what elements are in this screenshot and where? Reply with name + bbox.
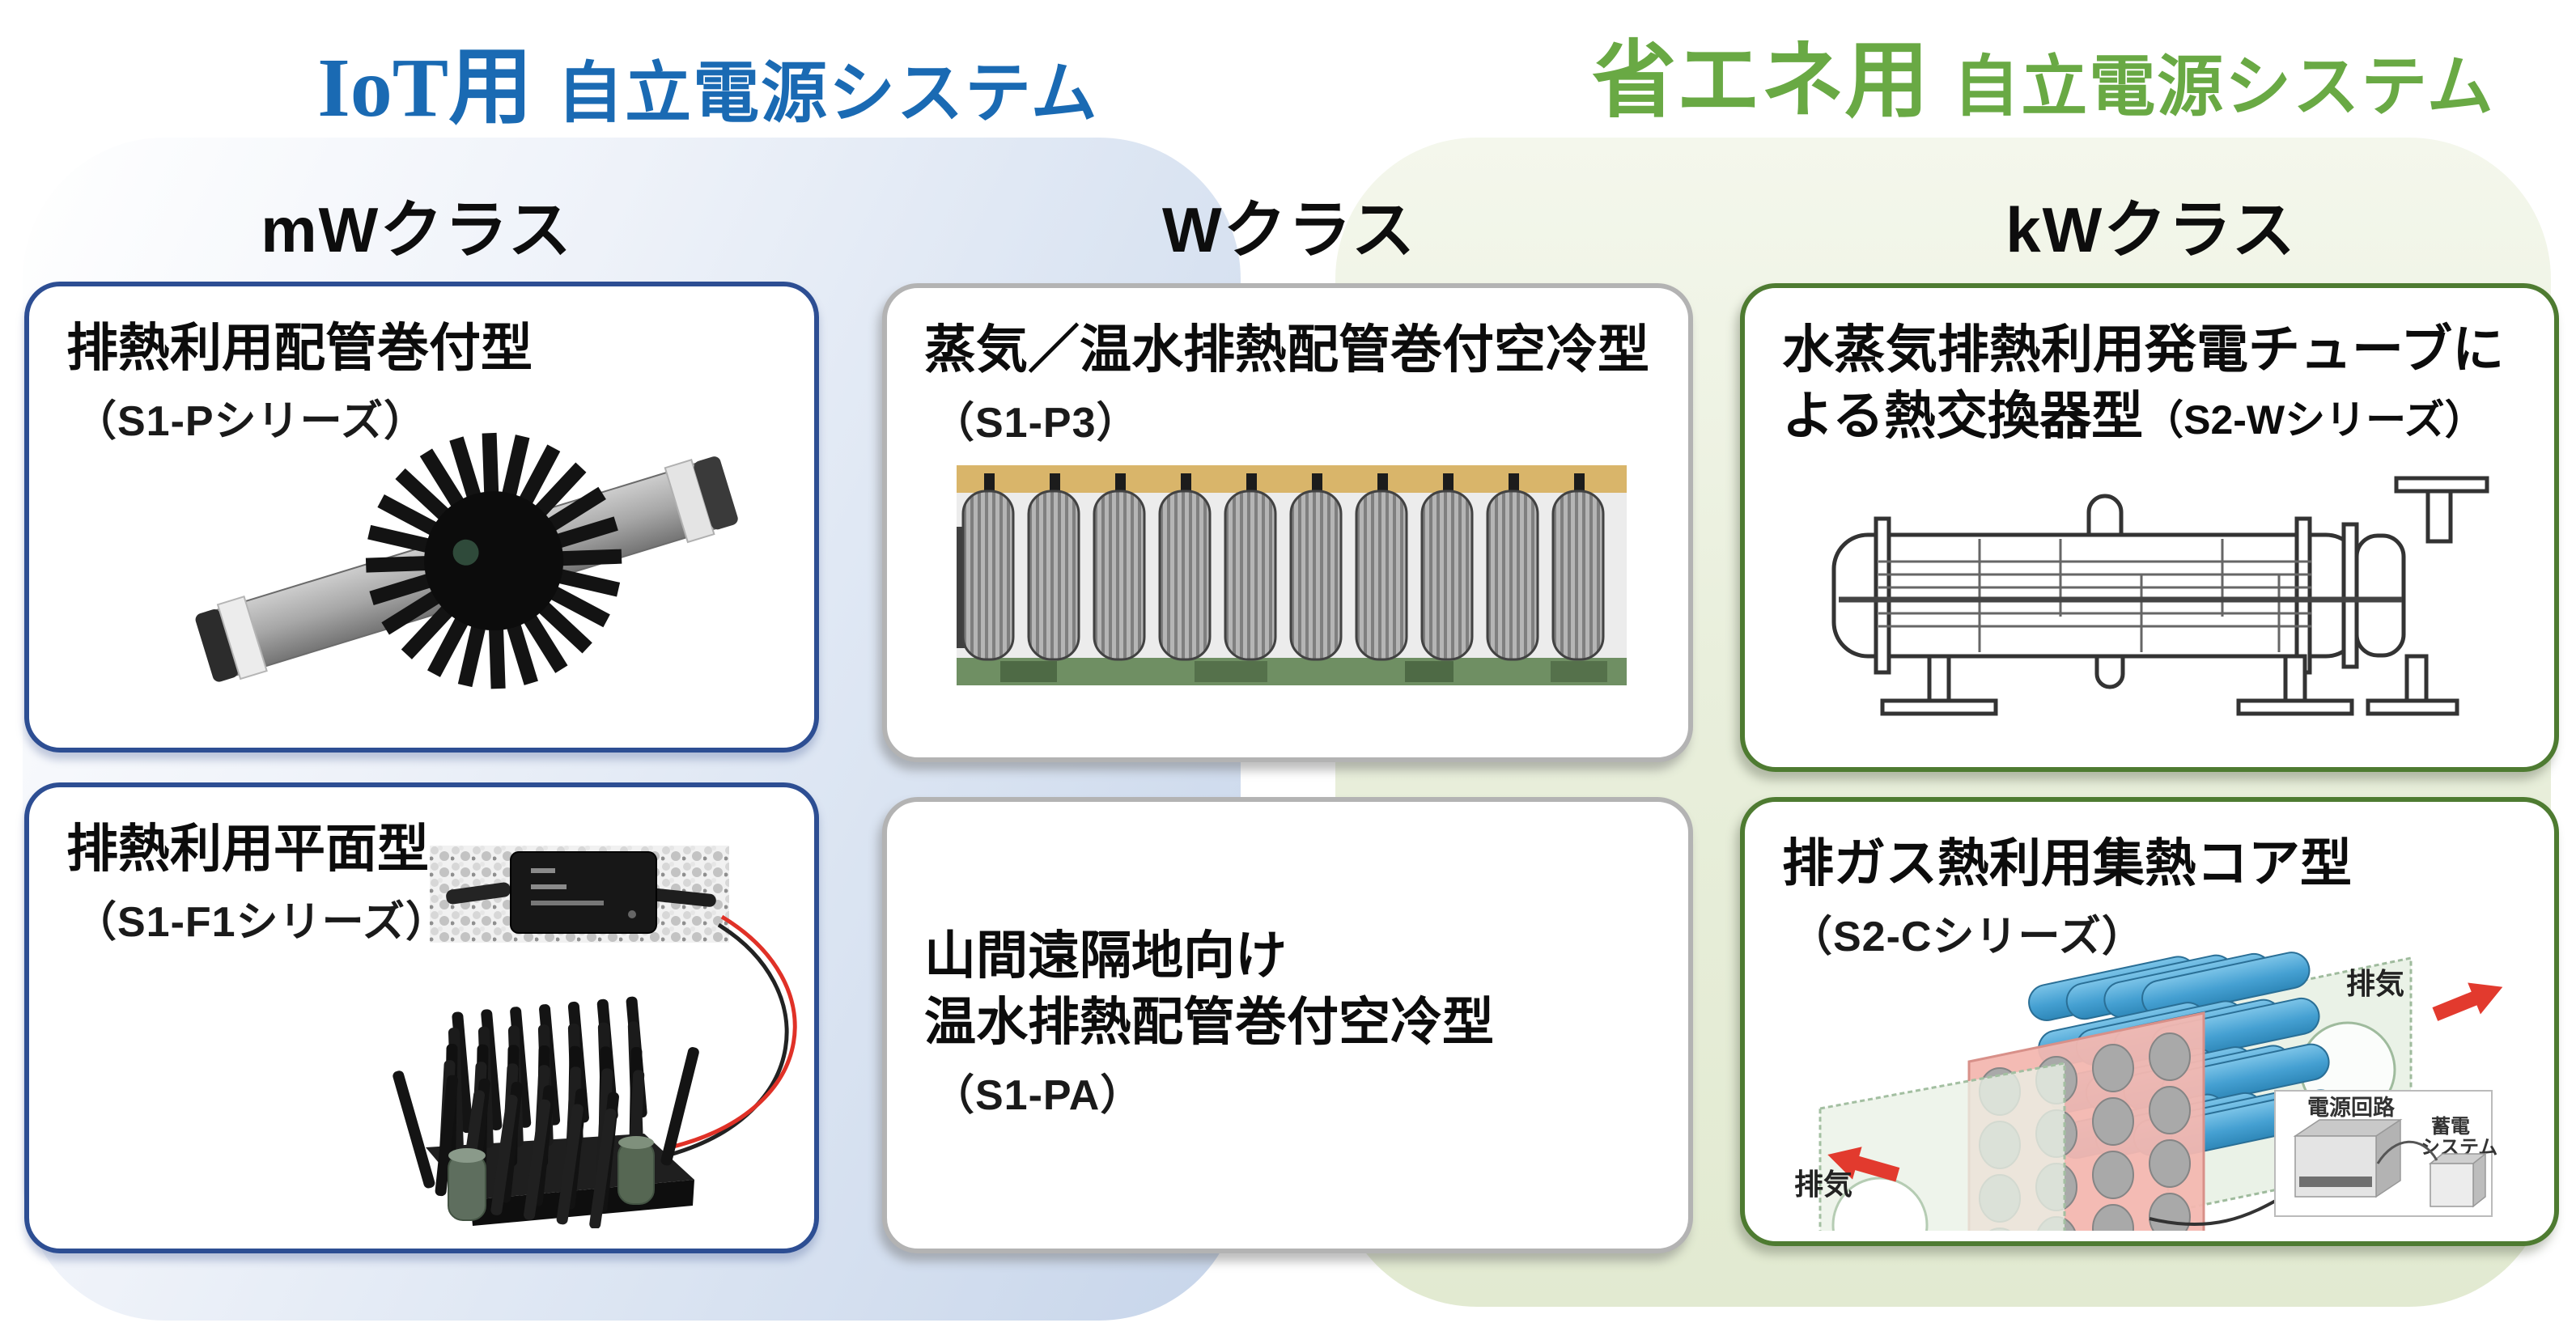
card-s2c-title: 排ガス熱利用集熱コア型 <box>1782 834 2352 892</box>
card-s1p3-title: 蒸気／温水排熱配管巻付空冷型 <box>924 320 1649 379</box>
storage-system-box <box>2428 1152 2488 1208</box>
iot-header-suffix: 自立電源システム <box>557 57 1099 130</box>
card-s1p-title: 排熱利用配管巻付型 <box>66 319 533 377</box>
iot-header-prefix: IoT用 <box>317 41 533 134</box>
card-s1p3-subtitle: （S1-P3） <box>932 399 1139 447</box>
column-header-w: Wクラス <box>1161 194 1417 265</box>
output-wires <box>669 914 797 1157</box>
exhaust-arrow-out <box>2432 982 2503 1021</box>
card-s1p: 排熱利用配管巻付型 （S1-Pシリーズ） <box>24 282 819 753</box>
card-s2w: 水蒸気排熱利用発電チューブによる熱交換器型（S2-Wシリーズ） <box>1740 283 2559 772</box>
exhaust-label-out: 排気 <box>2346 967 2404 1000</box>
card-s1pa-title: 山間遠隔地向け 温水排熱配管巻付空冷型 <box>887 802 1688 1056</box>
iot-header: IoT用 自立電源システム <box>117 18 1299 140</box>
energy-header-prefix: 省エネ用 <box>1592 34 1929 128</box>
card-s1f1-subtitle: （S1-F1シリーズ） <box>74 898 449 946</box>
card-s1p3: 蒸気／温水排熱配管巻付空冷型 （S1-P3） <box>882 283 1693 762</box>
card-s1f1: 排熱利用平面型 （S1-F1シリーズ） <box>24 782 819 1253</box>
energy-saving-header: 省エネ用 自立電源システム <box>1453 11 2576 134</box>
collector-core-diagram: 排気 排気 電源回路 蓄電 システム <box>1794 952 2503 1231</box>
card-s1pa-subtitle: （S1-PA） <box>932 1071 1144 1119</box>
card-s2w-title: 水蒸気排熱利用発電チューブによる熱交換器型（S2-Wシリーズ） <box>1745 288 2554 450</box>
card-s1pa-title-line2: 温水排熱配管巻付空冷型 <box>924 992 1494 1051</box>
card-s1f1-title: 排熱利用平面型 <box>66 820 429 878</box>
power-circuit-label: 電源回路 <box>2307 1095 2396 1120</box>
card-s1p-subtitle: （S1-Pシリーズ） <box>74 397 427 445</box>
finned-pipe-photo <box>195 432 738 689</box>
power-circuit-box <box>2293 1118 2403 1198</box>
exhaust-arrow-in <box>1827 1147 1900 1182</box>
storage-system-label-line1: 蓄電 <box>2431 1116 2470 1138</box>
column-header-mw: mWクラス <box>261 194 573 265</box>
energy-header-suffix: 自立電源システム <box>1953 50 2495 124</box>
card-s1pa-title-line1: 山間遠隔地向け <box>924 926 1287 985</box>
card-s2c-subtitle: （S2-Cシリーズ） <box>1790 913 2145 960</box>
exhaust-label-in: 排気 <box>1794 1168 1852 1201</box>
card-s2w-title-text: 水蒸気排熱利用発電チューブによる熱交換器型 <box>1782 320 2505 445</box>
heat-exchanger-diagram <box>1831 476 2489 716</box>
finned-tube-row-photo <box>957 465 1627 685</box>
converter-box-photo <box>430 846 729 943</box>
column-header-kw: kWクラス <box>2005 194 2297 265</box>
card-s2w-subtitle: （S2-Wシリーズ） <box>2143 396 2485 443</box>
card-s2c: 排ガス熱利用集熱コア型 （S2-Cシリーズ） <box>1740 797 2559 1246</box>
card-s1pa: 山間遠隔地向け 温水排熱配管巻付空冷型 （S1-PA） <box>882 797 1693 1253</box>
pin-fin-heatsink-photo <box>391 996 701 1228</box>
